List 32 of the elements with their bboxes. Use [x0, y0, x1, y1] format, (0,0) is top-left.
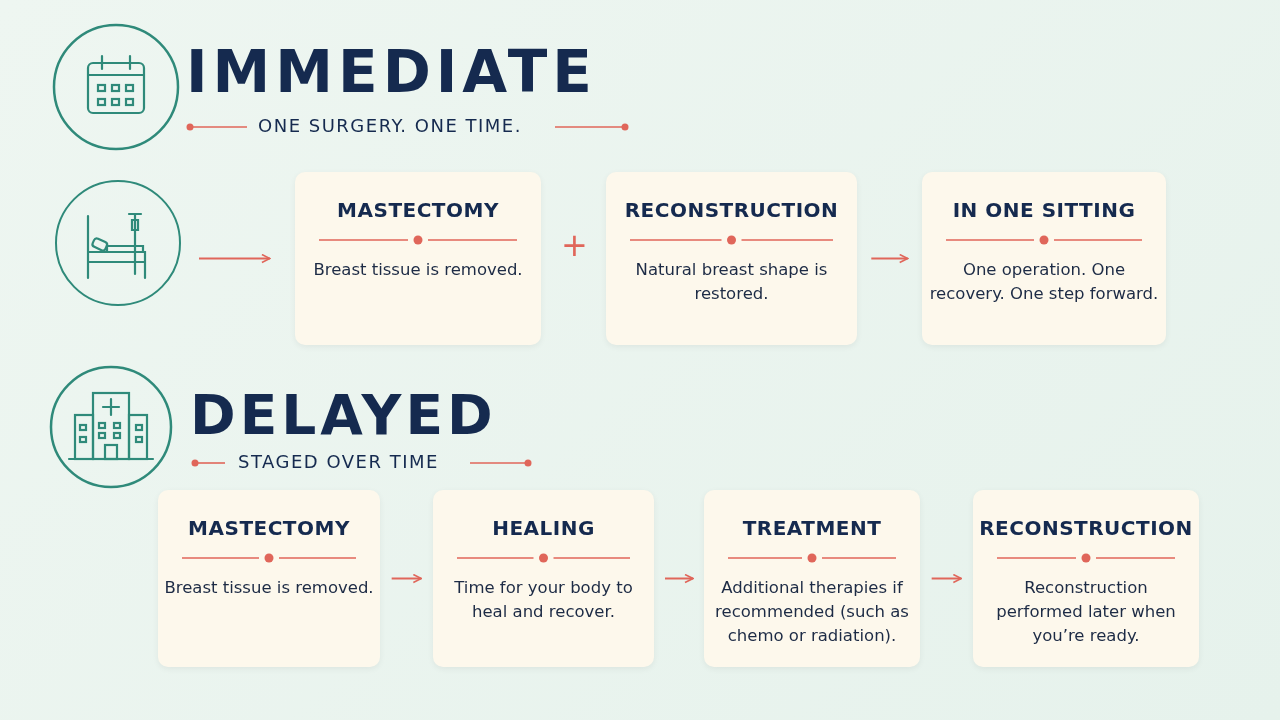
arrow [870, 253, 909, 264]
step-description: Breast tissue is removed. [312, 259, 524, 281]
step-heading: RECONSTRUCTION [623, 198, 840, 222]
step-heading: TREATMENT [741, 516, 883, 540]
step-card [295, 172, 541, 345]
step-heading: HEALING [491, 516, 596, 540]
step-heading: RECONSTRUCTION [978, 516, 1194, 540]
step-description: One operation. One recovery. One step forward. [928, 259, 1160, 305]
step-card [704, 490, 920, 667]
step-description: Breast tissue is removed. [164, 577, 374, 599]
step-card [922, 172, 1166, 345]
step-heading: MASTECTOMY [187, 516, 351, 540]
icon-circle [55, 180, 181, 306]
step-card [606, 172, 857, 345]
step-heading: MASTECTOMY [336, 198, 500, 222]
arrow [198, 253, 271, 264]
arrow [930, 573, 963, 584]
step-description: Natural breast shape is restored. [634, 259, 829, 305]
arrow [664, 573, 694, 584]
step-card [158, 490, 380, 667]
section-subtitle: STAGED OVER TIME [238, 451, 439, 472]
section-subtitle: ONE SURGERY. ONE TIME. [258, 115, 522, 136]
step-card [433, 490, 654, 667]
section-title: IMMEDIATE [186, 38, 597, 106]
arrow [390, 573, 423, 584]
step-description: Time for your body to heal and recover. [453, 577, 634, 623]
plus-sign: + [561, 226, 588, 264]
step-card [973, 490, 1199, 667]
step-heading: IN ONE SITTING [951, 198, 1137, 222]
section-title: DELAYED [190, 383, 497, 447]
step-description: Reconstruction performed later when you’re ready. [995, 577, 1177, 647]
step-description: Additional therapies if recommended (such as chemo or radiation). [714, 577, 910, 647]
